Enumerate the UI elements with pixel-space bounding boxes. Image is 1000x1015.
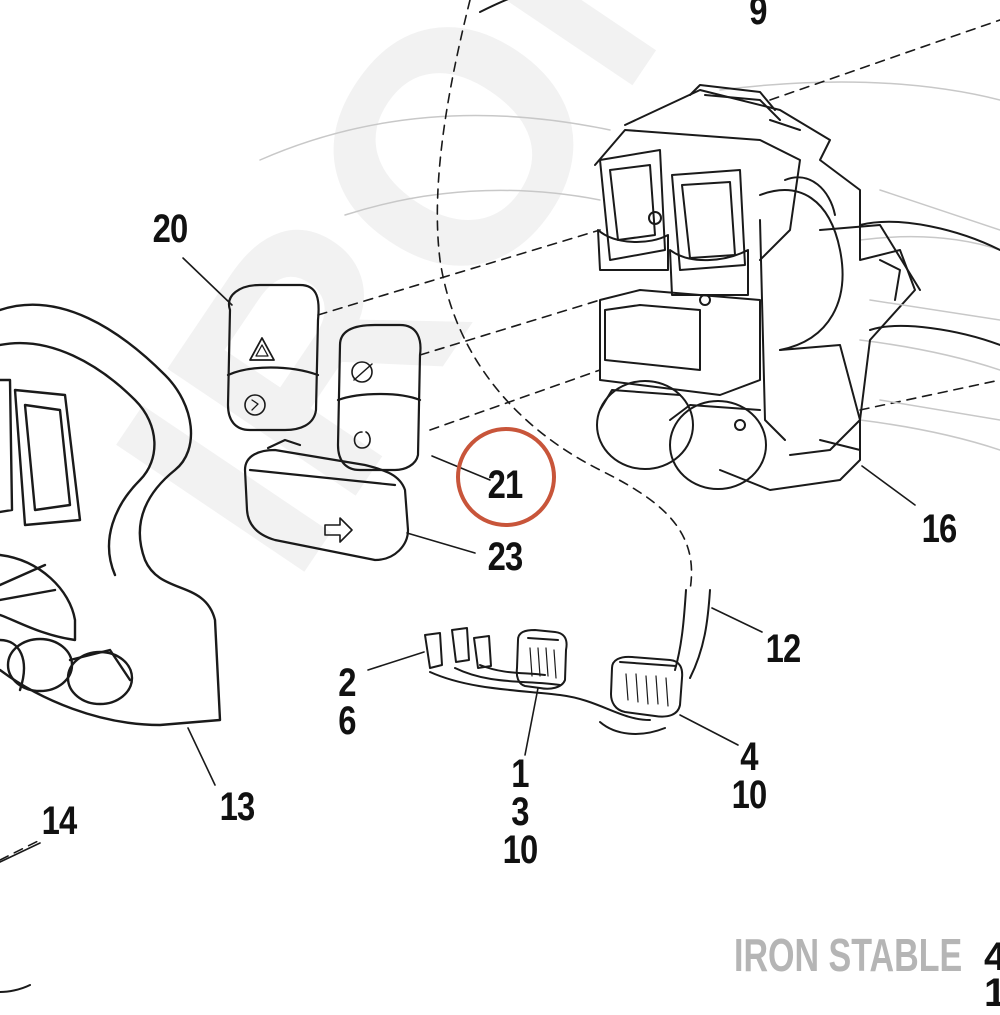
- brand-watermark: IRON STABLE: [734, 929, 963, 981]
- callout-14: 14: [41, 799, 78, 843]
- shadow-band: [869, 189, 1000, 421]
- callout-16: 16: [921, 507, 958, 551]
- switch-assembly: [594, 84, 1000, 491]
- dashed-leaders: [0, 0, 1000, 861]
- wiring-harness: [424, 589, 711, 735]
- callout-1-3-10: 1 3 10: [502, 752, 539, 872]
- callout-20: 20: [152, 207, 189, 251]
- switch-housing: [0, 303, 222, 727]
- callout-12: 12: [765, 627, 802, 671]
- edge-number-4: 4: [984, 935, 1000, 979]
- guide-arcs: [259, 81, 1000, 451]
- hazard-button: [226, 283, 320, 432]
- turn-signal-button: [243, 438, 410, 562]
- callout-23: 23: [487, 535, 524, 579]
- button-21: [336, 323, 422, 472]
- edge-number-10: 10: [984, 971, 1000, 1015]
- callout-21: 21: [487, 463, 524, 507]
- callout-9: 9: [749, 0, 767, 33]
- callout-2-6: 2 6: [338, 661, 356, 743]
- callout-13: 13: [219, 785, 256, 829]
- callout-leaders: [0, 257, 916, 863]
- highlight-circle: [456, 427, 556, 527]
- callout-4-10: 4 10: [731, 735, 768, 817]
